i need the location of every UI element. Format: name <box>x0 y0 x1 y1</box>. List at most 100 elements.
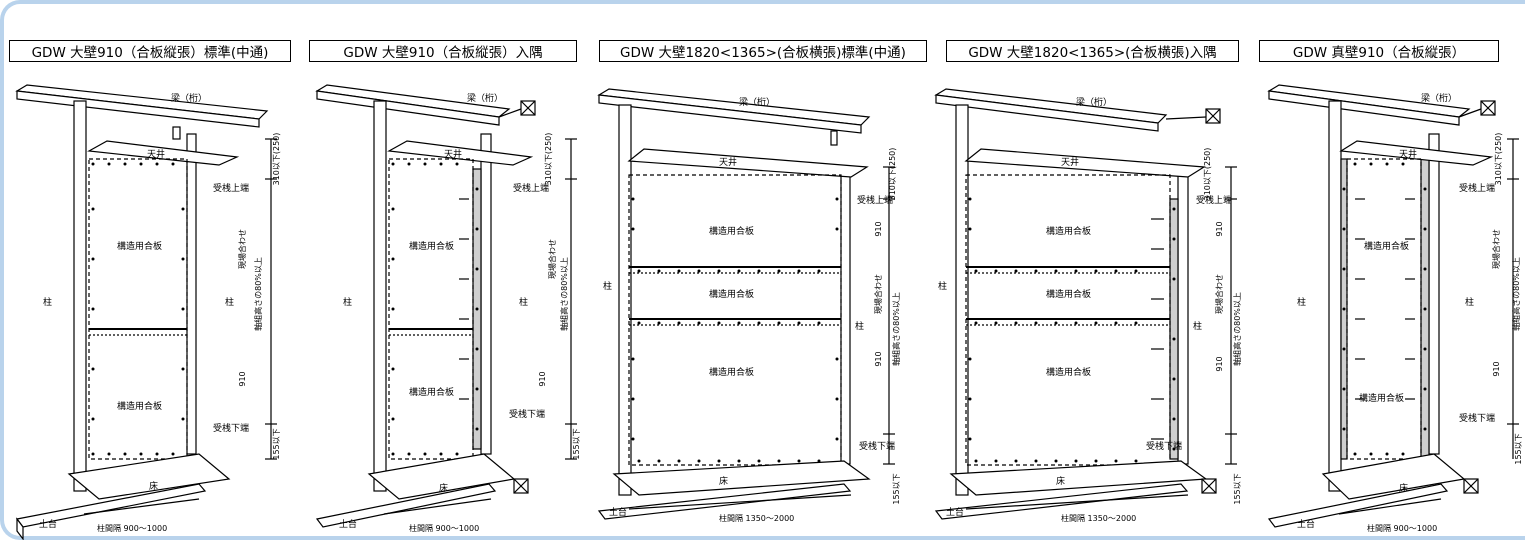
label-floor: 床 <box>1056 475 1065 487</box>
label-post-right: 柱 <box>519 296 528 308</box>
label-dim-site: 現場合わせ <box>1491 229 1501 269</box>
label-ukesan-bottom: 受桟下端 <box>213 422 249 434</box>
panel-daikabe-1820-irisumi: GDW 大壁1820<1365>(合板横張)入隅 <box>934 34 1256 534</box>
label-ceiling: 天井 <box>147 148 165 160</box>
label-span: 柱間隔 900～1000 <box>97 523 167 533</box>
label-ceiling: 天井 <box>444 148 462 160</box>
label-span: 柱間隔 1350～2000 <box>719 513 794 523</box>
label-beam: 梁（桁） <box>739 96 775 108</box>
label-dim-bottom: 155以下 <box>572 428 581 459</box>
label-post-right: 柱 <box>1193 320 1202 332</box>
label-sill: 土台 <box>1297 518 1315 530</box>
label-dim-910b: 910 <box>874 351 883 366</box>
panel-title: GDW 真壁910（合板縦張） <box>1259 40 1499 62</box>
label-plywood-upper: 構造用合板 <box>409 240 454 252</box>
label-span: 柱間隔 1350～2000 <box>1061 513 1136 523</box>
wall-diagram: 梁（桁） 天井 構造用合板 構造用合板 柱 柱 床 土台 受桟上端 受桟下端 3… <box>15 84 281 540</box>
label-floor: 床 <box>1399 482 1408 494</box>
panel-daikabe-910-irisumi: GDW 大壁910（合板縦張）入隅 <box>309 34 594 534</box>
label-ukesan-top: 受桟上端 <box>1459 182 1495 194</box>
panel-shinkabe-910: GDW 真壁910（合板縦張） <box>1259 34 1525 534</box>
wall-diagram: 梁（桁） 天井 構造用合板 構造用合板 構造用合板 柱 柱 床 土台 受桟上端 … <box>934 88 1242 523</box>
label-dim-bottom: 155以下 <box>1233 473 1242 504</box>
label-span: 柱間隔 900～1000 <box>409 523 479 533</box>
label-dim-ratio: 軸組高さの80%以上 <box>559 257 569 331</box>
label-span: 柱間隔 900～1000 <box>1367 523 1437 533</box>
wall-diagram: 梁（桁） 天井 構造用合板 構造用合板 構造用合板 柱 柱 床 土台 受桟上端 … <box>597 88 901 523</box>
label-sill: 土台 <box>39 518 57 530</box>
label-ukesan-bottom: 受桟下端 <box>1459 412 1495 424</box>
label-ukesan-top: 受桟上端 <box>513 182 549 194</box>
label-dim-bottom: 155以下 <box>272 428 281 459</box>
label-plywood-upper: 構造用合板 <box>117 240 162 252</box>
label-plywood-top: 構造用合板 <box>1046 225 1091 237</box>
label-floor: 床 <box>719 475 728 487</box>
panel-title: GDW 大壁1820<1365>(合板横張)入隅 <box>946 40 1239 62</box>
label-post-left: 柱 <box>938 280 947 292</box>
label-plywood-bottom: 構造用合板 <box>709 366 754 378</box>
label-dim-top: 310以下(250) <box>888 148 897 201</box>
label-ceiling: 天井 <box>1061 156 1079 168</box>
label-ukesan-top: 受桟上端 <box>213 182 249 194</box>
label-post-right: 柱 <box>225 296 234 308</box>
wall-diagram: 梁（桁） 天井 構造用合板 構造用合板 柱 柱 床 土台 受桟上端 受桟下端 3… <box>1267 84 1523 533</box>
panel-title: GDW 大壁1820<1365>(合板横張)標準(中通) <box>599 40 927 62</box>
label-dim-910a: 910 <box>1215 221 1224 236</box>
label-sill: 土台 <box>339 518 357 530</box>
label-dim-910a: 910 <box>874 221 883 236</box>
label-post-right: 柱 <box>855 320 864 332</box>
label-plywood-mid: 構造用合板 <box>709 288 754 300</box>
label-plywood-lower: 構造用合板 <box>117 400 162 412</box>
label-ukesan-bottom: 受桟下端 <box>1146 440 1182 452</box>
label-floor: 床 <box>439 482 448 494</box>
label-ukesan-top: 受桟上端 <box>857 194 893 206</box>
label-post-left: 柱 <box>43 296 52 308</box>
label-post-left: 柱 <box>603 280 612 292</box>
label-ukesan-top: 受桟上端 <box>1196 194 1232 206</box>
label-sill: 土台 <box>609 506 627 518</box>
panel-daikabe-1820-standard: GDW 大壁1820<1365>(合板横張)標準(中通) <box>597 34 934 534</box>
label-sill: 土台 <box>946 506 964 518</box>
label-ukesan-bottom: 受桟下端 <box>859 440 895 452</box>
label-plywood-lower: 構造用合板 <box>409 386 454 398</box>
label-dim-910b: 910 <box>1215 356 1224 371</box>
label-plywood-upper: 構造用合板 <box>1364 240 1409 252</box>
label-beam: 梁（桁） <box>1076 96 1112 108</box>
label-dim-site: 現場合わせ <box>873 274 883 314</box>
label-beam: 梁（桁） <box>467 92 503 104</box>
label-dim-bottom: 155以下 <box>892 473 901 504</box>
label-dim-910: 910 <box>1492 361 1501 376</box>
wall-diagram: 梁（桁） 天井 構造用合板 構造用合板 柱 柱 床 土台 受桟上端 受桟下端 3… <box>315 84 581 533</box>
label-post-left: 柱 <box>343 296 352 308</box>
label-dim-top: 310以下(250) <box>544 133 553 186</box>
label-dim-ratio: 軸組高さの80%以上 <box>891 292 901 366</box>
label-post-right: 柱 <box>1465 296 1474 308</box>
label-plywood-mid: 構造用合板 <box>1046 288 1091 300</box>
label-dim-910: 910 <box>238 371 247 386</box>
label-dim-top: 310以下(250) <box>272 133 281 186</box>
label-dim-site: 現場合わせ <box>547 239 557 279</box>
label-ceiling: 天井 <box>1399 148 1417 160</box>
panel-daikabe-910-standard: GDW 大壁910（合板縦張）標準(中通) <box>9 34 299 540</box>
label-plywood-top: 構造用合板 <box>709 225 754 237</box>
label-dim-bottom: 155以下 <box>1514 433 1523 464</box>
label-dim-top: 310以下(250) <box>1494 133 1503 186</box>
panel-title: GDW 大壁910（合板縦張）入隅 <box>309 40 577 62</box>
label-dim-top: 310以下(250) <box>1203 148 1212 201</box>
label-dim-site: 現場合わせ <box>1214 274 1224 314</box>
label-plywood-lower: 構造用合板 <box>1359 392 1404 404</box>
label-ukesan-bottom: 受桟下端 <box>509 408 545 420</box>
label-dim-910: 910 <box>538 371 547 386</box>
label-dim-ratio: 軸組高さの80%以上 <box>1232 292 1242 366</box>
label-dim-ratio: 軸組高さの80%以上 <box>253 257 263 331</box>
label-ceiling: 天井 <box>719 156 737 168</box>
label-beam: 梁（桁） <box>171 92 207 104</box>
panel-title: GDW 大壁910（合板縦張）標準(中通) <box>9 40 291 62</box>
label-beam: 梁（桁） <box>1421 92 1457 104</box>
label-dim-ratio: 軸組高さの80%以上 <box>1511 257 1521 331</box>
label-plywood-bottom: 構造用合板 <box>1046 366 1091 378</box>
label-floor: 床 <box>149 480 158 492</box>
label-dim-site: 現場合わせ <box>237 229 247 269</box>
label-post-left: 柱 <box>1297 296 1306 308</box>
